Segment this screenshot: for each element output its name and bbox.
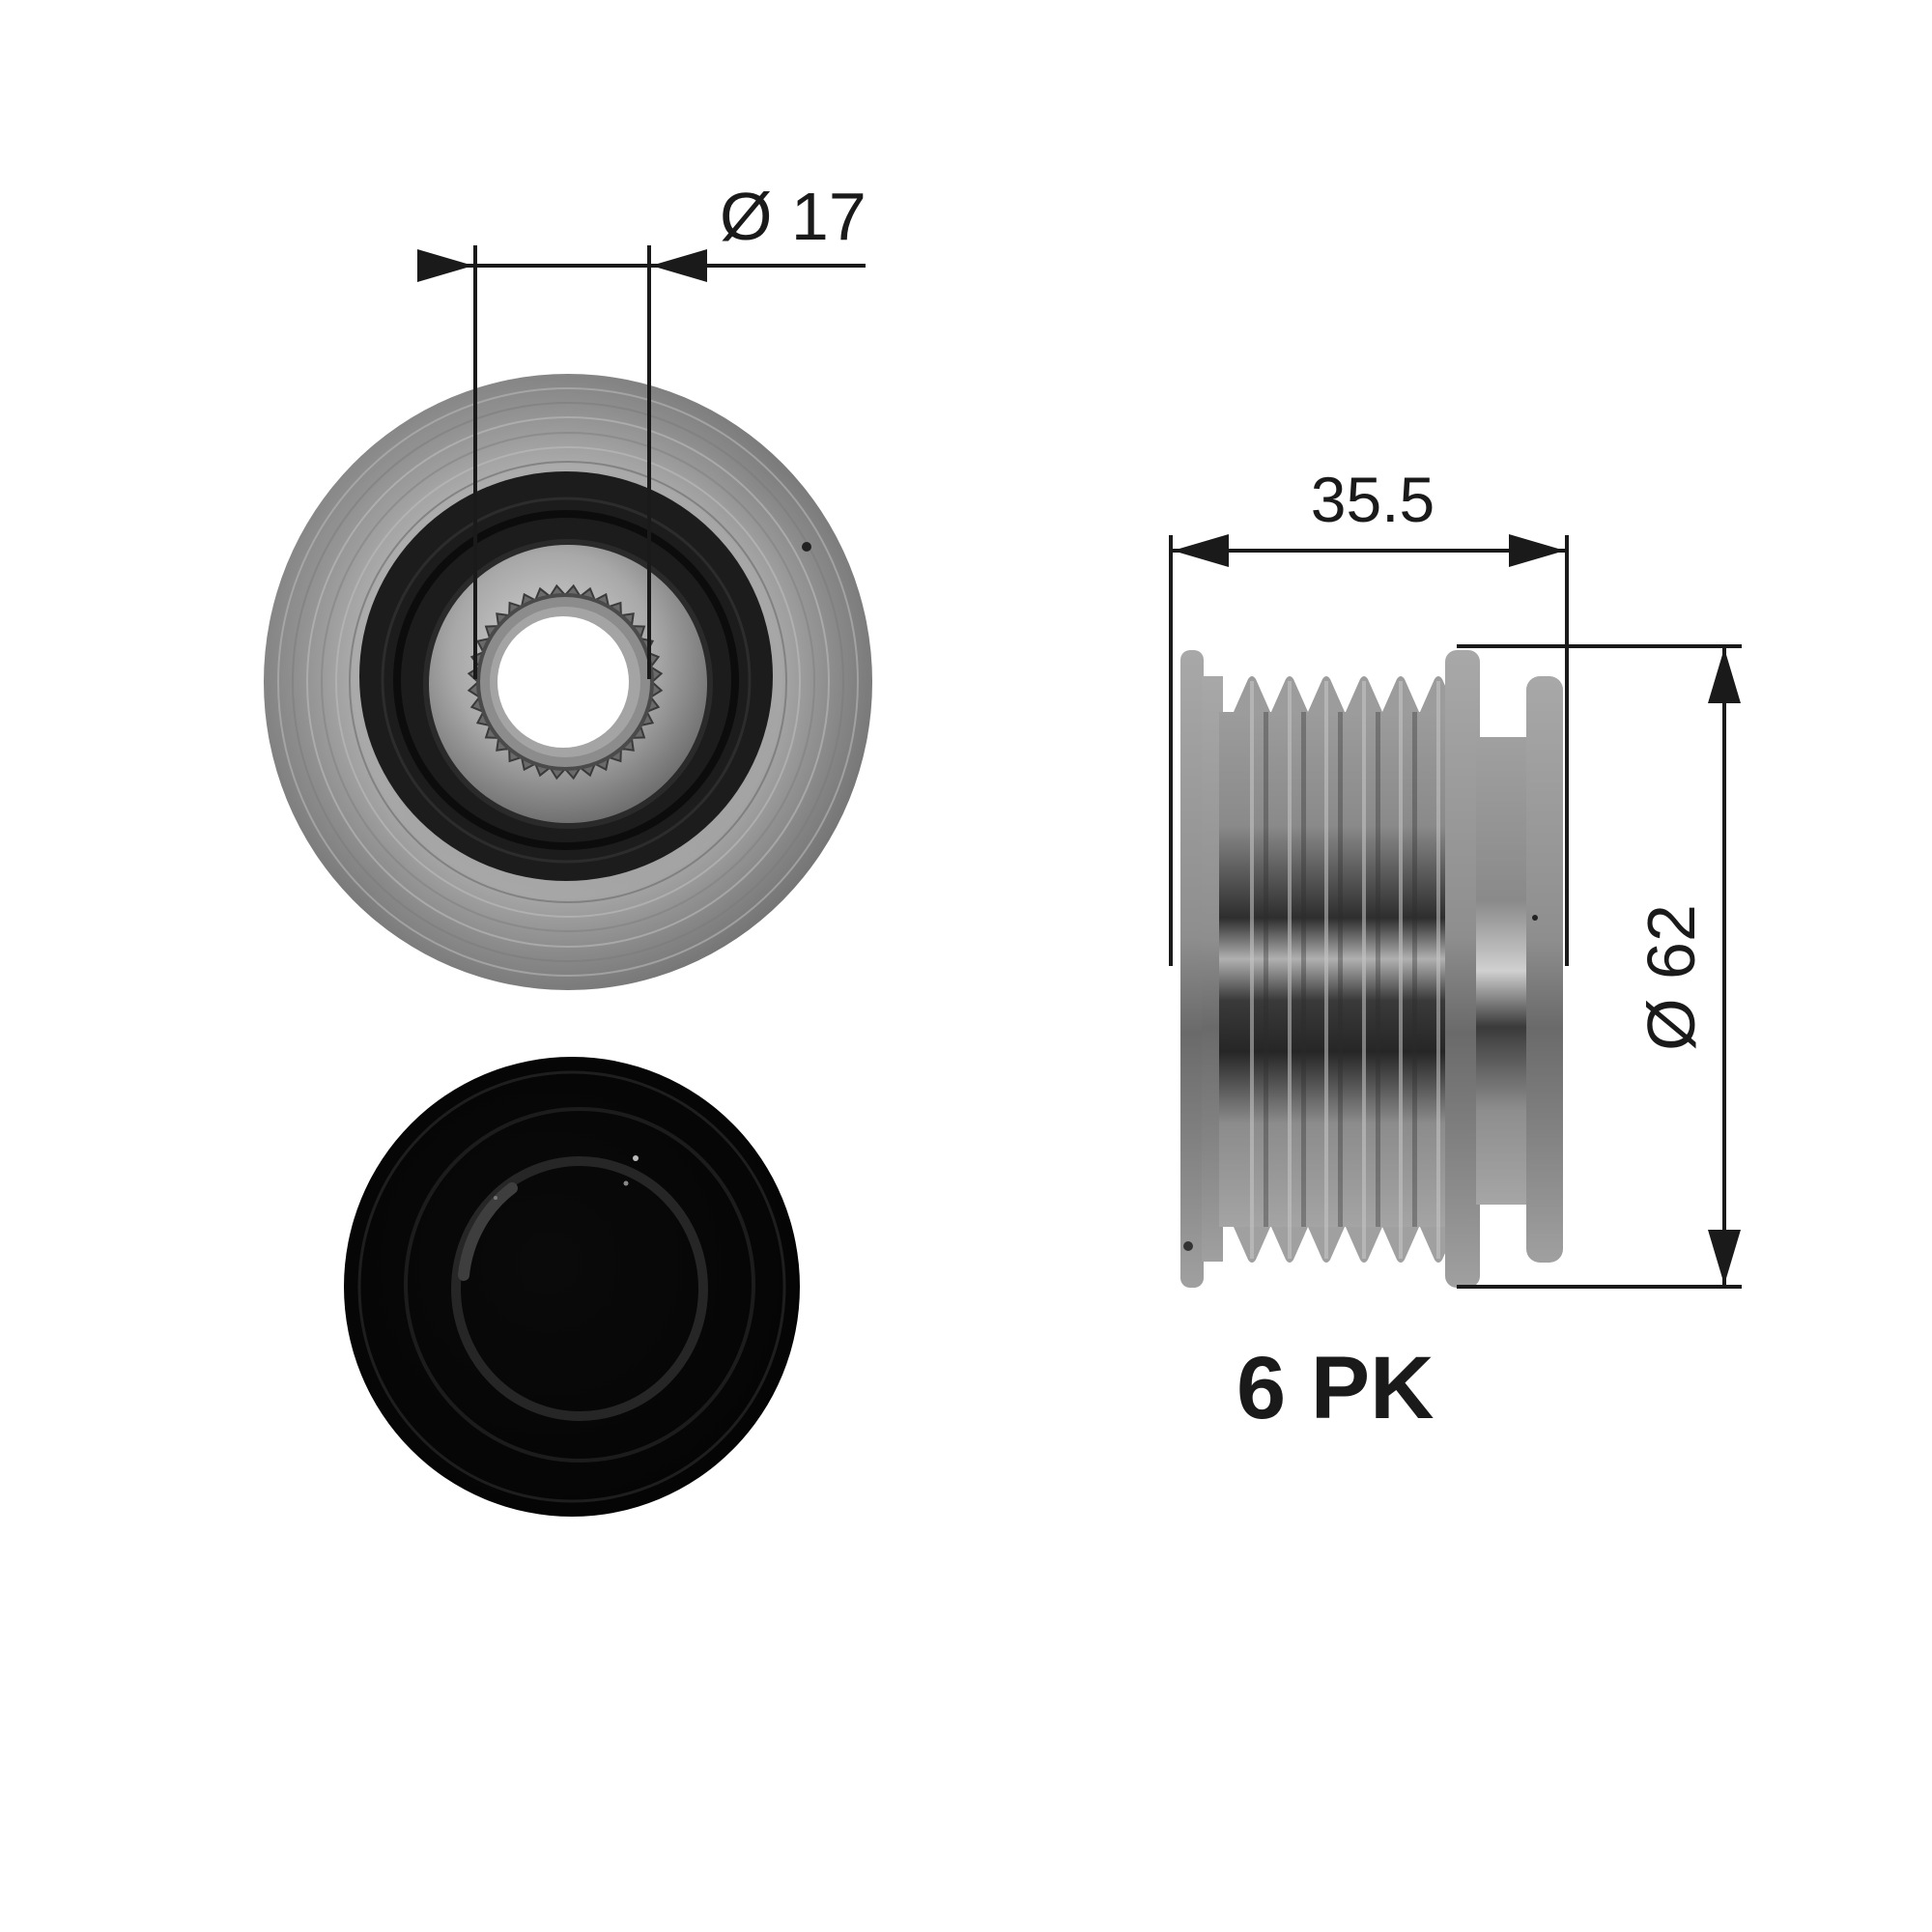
arrow-right-icon [1509,534,1565,567]
cap-rim [357,1070,786,1503]
cap-step [404,1107,755,1463]
left-flange [1180,650,1204,1288]
hub-ring-edge [423,539,713,829]
rib-body [1219,712,1449,1227]
front-view-pulley [264,374,872,990]
width-dimension [1169,534,1569,966]
belt-profile-label: 6 PK [1236,1339,1435,1437]
side-view-pulley [1180,650,1563,1288]
cap-outer [344,1057,800,1517]
seal-ring-highlight [381,497,752,864]
pulley-marking-dot [802,542,811,552]
diameter-dimension-label: Ø 62 [1634,904,1709,1051]
bore-dimension [417,245,866,679]
cap-highlight [458,1182,518,1281]
width-dimension-label: 35.5 [1311,464,1435,535]
seal-ring-inner-groove [393,510,739,850]
arrow-left-icon [651,249,707,282]
bore-hole [497,616,629,748]
cap-inner-ridge [451,1156,708,1421]
arrow-down-icon [1708,1230,1741,1285]
arrow-up-icon [1708,648,1741,703]
diameter-dimension [1457,644,1742,1289]
right-flange [1445,650,1480,1288]
arrow-right-icon [417,249,473,282]
arrow-left-icon [1173,534,1229,567]
small-flange [1526,676,1563,1263]
bore-dimension-label: Ø 17 [720,179,867,254]
machining-rings [277,387,859,977]
groove [1476,737,1530,1205]
dust-cap [344,1057,800,1517]
